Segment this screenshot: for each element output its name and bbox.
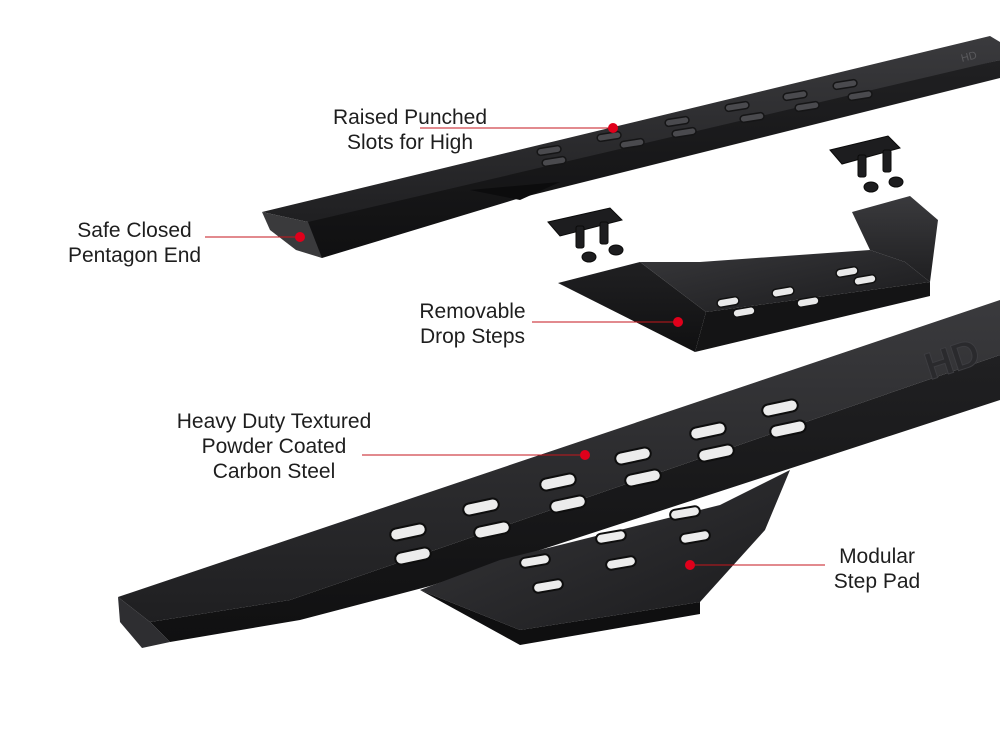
lower-board-top-face xyxy=(118,300,1000,622)
callout-line: Safe Closed xyxy=(77,219,192,242)
dot-powder-coated xyxy=(580,450,590,460)
callout-line: Powder Coated xyxy=(201,435,347,458)
callout-dots xyxy=(295,123,695,570)
dot-drop-steps xyxy=(673,317,683,327)
callout-powder-coated: Heavy Duty Textured Powder Coated Carbon… xyxy=(160,409,388,484)
lower-slots xyxy=(389,398,807,566)
upper-board-brand-emboss: HD xyxy=(960,49,978,65)
callout-raised-slots: Raised Punched Slots for High xyxy=(318,105,502,155)
callout-line: Pentagon End xyxy=(67,244,202,267)
callout-leaders xyxy=(205,127,825,566)
drop-step-front-edge xyxy=(695,282,930,352)
callout-pentagon-end: Safe Closed Pentagon End xyxy=(52,218,217,268)
drop-step-left-arm xyxy=(558,262,706,352)
lower-board-side-face xyxy=(150,355,1000,642)
upper-board-top-face xyxy=(262,36,1000,225)
drop-step-tread xyxy=(640,250,930,312)
callout-line: Removable xyxy=(419,300,526,323)
upper-running-board: HD xyxy=(262,36,1000,258)
step-pad-slots xyxy=(519,505,711,594)
callout-line: Slots for High xyxy=(346,131,474,154)
callout-drop-steps: Removable Drop Steps xyxy=(405,299,540,349)
step-pad-body xyxy=(420,470,790,630)
callout-line: Carbon Steel xyxy=(212,460,336,483)
upper-board-underside xyxy=(470,182,560,200)
callout-line: Step Pad xyxy=(833,570,921,593)
lower-running-board: HD xyxy=(118,300,1000,648)
callout-line: Raised Punched xyxy=(332,106,488,129)
callout-line: Modular xyxy=(839,545,915,568)
step-pad-front xyxy=(420,590,700,645)
dot-raised-slots xyxy=(608,123,618,133)
callout-line: Heavy Duty Textured xyxy=(176,410,372,433)
upper-slots xyxy=(536,78,873,168)
callout-step-pad: Modular Step Pad xyxy=(818,544,936,594)
mounting-hardware xyxy=(547,135,904,263)
dot-step-pad xyxy=(685,560,695,570)
modular-step-pad-shape xyxy=(420,470,790,645)
dot-pentagon-end xyxy=(295,232,305,242)
upper-board-end-face xyxy=(262,212,322,258)
lower-board-end-face xyxy=(118,597,170,648)
drop-step-slots xyxy=(716,266,877,318)
drop-step-bracket xyxy=(558,196,938,352)
drop-step-right-arm xyxy=(852,196,938,282)
callout-line: Drop Steps xyxy=(419,325,526,348)
upper-board-side-face xyxy=(296,60,1000,258)
